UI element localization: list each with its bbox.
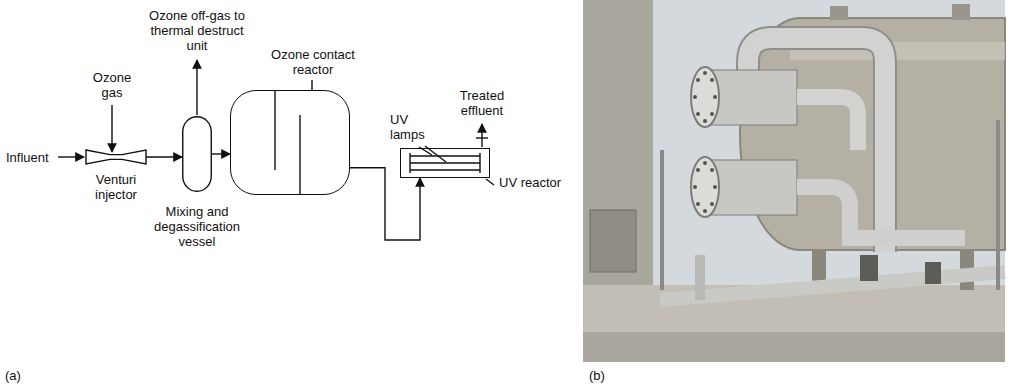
ground bbox=[583, 332, 1005, 362]
node-label: UV reactor bbox=[499, 175, 561, 190]
vessel-outline bbox=[182, 116, 212, 192]
node-label: Mixing and degassification vessel bbox=[142, 204, 252, 249]
flow-arrow bbox=[350, 168, 420, 240]
bucket bbox=[860, 255, 878, 281]
lamp-holder bbox=[479, 153, 480, 173]
off-gas-arrow bbox=[196, 60, 197, 115]
uv-lamp bbox=[410, 169, 480, 170]
bolt bbox=[696, 168, 700, 172]
effluent-arrow bbox=[481, 124, 482, 147]
bolt bbox=[693, 95, 697, 99]
bolt bbox=[710, 202, 714, 206]
bolt bbox=[710, 112, 714, 116]
contact-reactor: Ozone contact reactor bbox=[230, 90, 350, 195]
flow-arrow bbox=[212, 153, 230, 154]
uv-reactor: UV reactor bbox=[400, 148, 490, 178]
concrete-pad bbox=[583, 285, 1005, 362]
uv-flange bbox=[691, 67, 719, 127]
leader-line bbox=[311, 80, 312, 90]
venturi-body bbox=[86, 150, 146, 164]
outlet-label: Ozone off-gas to thermal destruct unit bbox=[149, 8, 245, 53]
flange-bolts bbox=[693, 71, 717, 123]
bolt bbox=[703, 209, 707, 213]
post bbox=[996, 120, 1000, 290]
uv-lamp bbox=[410, 155, 480, 156]
bolt bbox=[713, 185, 717, 189]
baffle bbox=[274, 91, 275, 170]
bolt bbox=[696, 78, 700, 82]
tank-leg bbox=[960, 245, 974, 290]
tank-nozzle bbox=[952, 4, 970, 20]
sky bbox=[583, 0, 1005, 362]
post bbox=[660, 150, 664, 290]
panel-letter: (b) bbox=[589, 368, 605, 383]
vessel-body bbox=[183, 117, 212, 192]
bolt bbox=[713, 95, 717, 99]
venturi-outline bbox=[86, 150, 146, 164]
bolt bbox=[693, 185, 697, 189]
ozone-feed-arrow bbox=[111, 105, 112, 152]
site-photo bbox=[583, 0, 1005, 362]
bolt bbox=[703, 161, 707, 165]
pipe bbox=[660, 272, 1005, 300]
node-label: Ozone contact reactor bbox=[263, 47, 363, 77]
callout-label: UV lamps bbox=[390, 112, 430, 142]
feed-label: Ozone gas bbox=[87, 70, 137, 100]
outlet-label: Treated effluent bbox=[451, 88, 513, 118]
flow-arrow bbox=[146, 156, 182, 157]
pipe bbox=[695, 255, 705, 300]
flange-bolts bbox=[693, 161, 717, 213]
bucket bbox=[925, 262, 941, 284]
bolt bbox=[710, 168, 714, 172]
lamp-holder bbox=[409, 153, 410, 173]
bolt bbox=[703, 119, 707, 123]
influent-arrow bbox=[58, 156, 84, 157]
bolt bbox=[696, 112, 700, 116]
panel-letter: (a) bbox=[5, 368, 21, 383]
bolt bbox=[696, 202, 700, 206]
uv-lamp bbox=[410, 162, 480, 163]
leader-line bbox=[486, 179, 494, 185]
uv-flange bbox=[691, 157, 719, 217]
bolt bbox=[703, 71, 707, 75]
pipe bbox=[797, 97, 858, 150]
tank-nozzle bbox=[830, 6, 848, 20]
bolt bbox=[710, 78, 714, 82]
pipe bbox=[797, 187, 965, 238]
mixing-vessel: Mixing and degassification vessel bbox=[182, 116, 212, 192]
venturi-injector: Venturi injector bbox=[86, 150, 146, 164]
control-box bbox=[590, 210, 636, 272]
baffle bbox=[299, 115, 300, 194]
pipe-flange bbox=[476, 137, 488, 138]
inlet-label: Influent bbox=[6, 150, 49, 165]
node-label: Venturi injector bbox=[86, 172, 146, 202]
